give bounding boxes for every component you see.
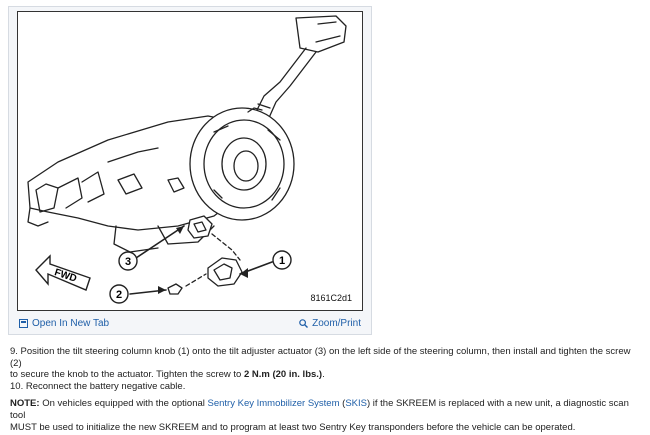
open-new-tab-label: Open In New Tab [32,318,110,329]
zoom-print-label: Zoom/Print [312,318,361,329]
figure-code: 8161C2d1 [310,293,352,303]
svg-text:3: 3 [125,256,131,268]
callout-1: 1 [272,250,292,270]
figure-toolbar: Open In New Tab Zoom/Print [17,316,363,332]
figure-panel: FWD 1 2 3 8161C2d1 Open In New Tab [8,6,372,335]
note-line-2: MUST be used to initialize the new SKREE… [10,422,576,433]
diagram-drawing: FWD 1 2 3 [27,15,347,304]
note-label: NOTE: [10,398,40,409]
sentry-key-link[interactable]: Sentry Key Immobilizer System [207,398,340,409]
step-9: 9. Position the tilt steering column kno… [10,346,631,369]
callout-2: 2 [109,284,129,304]
steering-column-diagram: FWD 1 2 3 8161C2d1 [17,11,363,311]
step-9-continued: to secure the knob to the actuator. Tigh… [10,369,325,380]
magnifier-icon [299,319,309,328]
callout-3: 3 [118,251,138,271]
step-10: 10. Reconnect the battery negative cable… [10,380,186,392]
zoom-print-link[interactable]: Zoom/Print [299,318,361,329]
torque-spec: 2 N.m (20 in. lbs.) [243,369,323,380]
procedure-steps: 9. Position the tilt steering column kno… [10,346,640,392]
open-new-tab-link[interactable]: Open In New Tab [19,318,109,329]
skis-note: NOTE: On vehicles equipped with the opti… [10,398,640,434]
svg-text:1: 1 [279,255,285,267]
open-new-tab-icon [19,319,28,328]
skis-link[interactable]: SKIS [345,398,367,409]
svg-text:2: 2 [116,289,122,301]
